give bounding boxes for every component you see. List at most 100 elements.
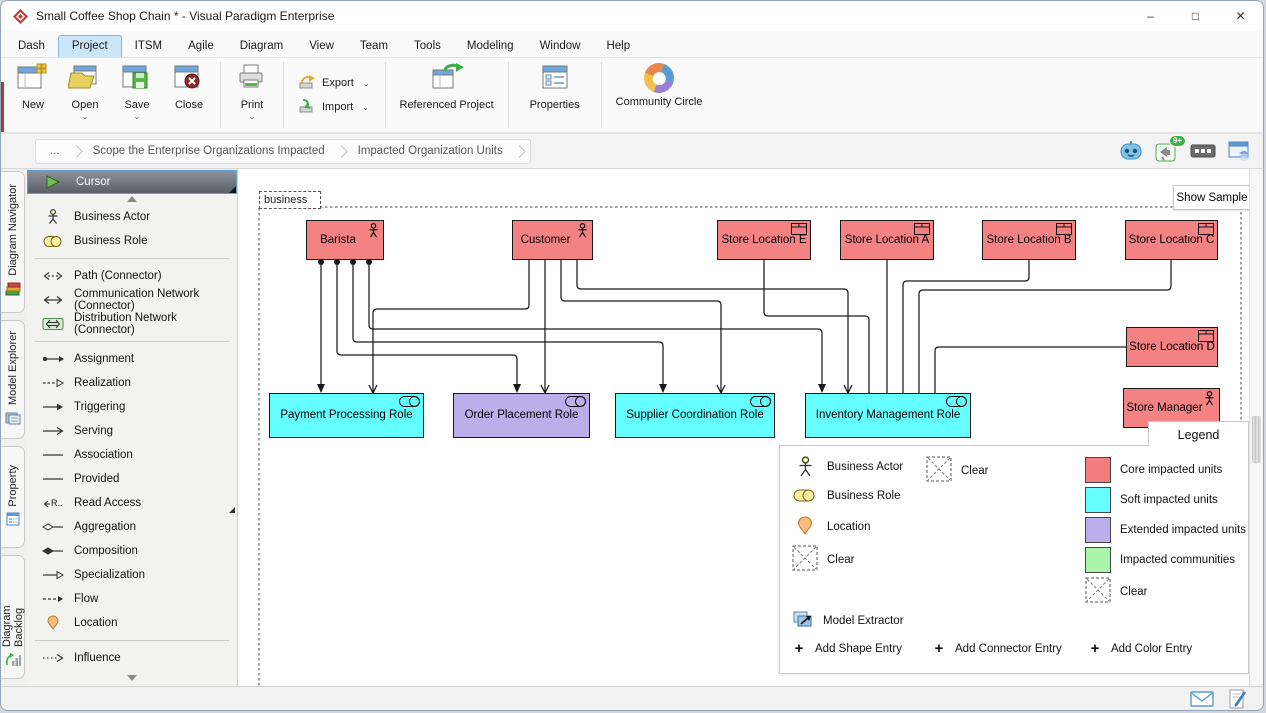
add-color-entry-button[interactable]: + Add Color Entry bbox=[1088, 640, 1192, 657]
close-project-button[interactable]: Close bbox=[163, 58, 215, 132]
legend-location[interactable]: Location bbox=[792, 516, 870, 538]
legend-business-role[interactable]: Business Role bbox=[792, 488, 901, 503]
menu-dash[interactable]: Dash bbox=[5, 36, 58, 57]
menu-window[interactable]: Window bbox=[527, 36, 594, 57]
palette-business-role[interactable]: Business Role bbox=[27, 229, 237, 253]
palette-provided[interactable]: Provided bbox=[27, 467, 237, 491]
menu-modeling[interactable]: Modeling bbox=[454, 36, 527, 57]
legend-soft-impacted[interactable]: Soft impacted units bbox=[1085, 487, 1218, 513]
tab-diagram-navigator[interactable]: Diagram Navigator bbox=[1, 171, 25, 313]
palette-communication-network[interactable]: Communication Network (Connector) bbox=[27, 288, 237, 312]
business-boundary-label[interactable]: business bbox=[259, 191, 321, 209]
save-button[interactable]: Save ⌄ bbox=[111, 58, 163, 132]
show-sample-button[interactable]: Show Sample bbox=[1173, 185, 1249, 210]
menu-help[interactable]: Help bbox=[593, 36, 643, 57]
legend-business-actor[interactable]: Business Actor bbox=[792, 456, 903, 478]
properties-button[interactable]: Properties bbox=[514, 58, 596, 132]
palette-scroll-down[interactable] bbox=[27, 672, 237, 684]
referenced-project-button[interactable]: Referenced Project bbox=[391, 58, 503, 132]
palette-influence[interactable]: Influence bbox=[27, 646, 237, 670]
node-store-location-c[interactable]: Store Location C bbox=[1125, 220, 1218, 260]
new-button[interactable]: New bbox=[7, 58, 59, 132]
announcements-badge: 9+ bbox=[1169, 135, 1186, 147]
node-barista[interactable]: Barista bbox=[306, 220, 384, 260]
palette-distribution-network[interactable]: Distribution Network (Connector) bbox=[27, 312, 237, 336]
palette-cursor-tool[interactable]: Cursor bbox=[28, 171, 236, 193]
export-dropdown-chevron[interactable]: ⌄ bbox=[363, 79, 370, 88]
add-connector-entry-button[interactable]: + Add Connector Entry bbox=[932, 640, 1062, 657]
menu-agile[interactable]: Agile bbox=[175, 36, 227, 57]
fit-frame-icon[interactable] bbox=[1190, 142, 1216, 160]
community-circle-button[interactable]: Community Circle bbox=[607, 58, 712, 132]
node-customer[interactable]: Customer bbox=[512, 220, 593, 260]
edit-note-icon[interactable] bbox=[1229, 689, 1247, 712]
window-layers-icon[interactable] bbox=[1227, 141, 1251, 161]
palette-business-actor[interactable]: Business Actor bbox=[27, 205, 237, 229]
legend-connector-clear[interactable]: Clear bbox=[926, 456, 988, 485]
node-store-location-b[interactable]: Store Location B bbox=[982, 220, 1076, 260]
legend-impacted-communities[interactable]: Impacted communities bbox=[1085, 547, 1235, 573]
breadcrumb-ellipsis[interactable]: ... bbox=[40, 145, 70, 157]
canvas-vertical-scrollbar[interactable] bbox=[1249, 169, 1263, 686]
open-dropdown-chevron[interactable]: ⌄ bbox=[82, 114, 89, 120]
palette-realization[interactable]: Realization bbox=[27, 371, 237, 395]
close-button[interactable]: ✕ bbox=[1218, 1, 1263, 31]
palette-aggregation[interactable]: Aggregation bbox=[27, 515, 237, 539]
assistant-robot-icon[interactable] bbox=[1118, 140, 1144, 162]
tab-property[interactable]: Property bbox=[1, 446, 25, 548]
open-button[interactable]: Open ⌄ bbox=[59, 58, 111, 132]
save-dropdown-chevron[interactable]: ⌄ bbox=[134, 114, 141, 120]
breadcrumb: ... Scope the Enterprise Organizations I… bbox=[35, 139, 531, 164]
legend-shape-clear[interactable]: Clear bbox=[792, 545, 854, 574]
tab-model-explorer[interactable]: Model Explorer bbox=[1, 320, 25, 440]
node-supplier-coordination-role[interactable]: Supplier Coordination Role bbox=[615, 393, 775, 438]
palette-scroll-up[interactable] bbox=[27, 193, 237, 205]
palette-specialization[interactable]: Specialization bbox=[27, 563, 237, 587]
import-button[interactable]: Import ⌄ bbox=[299, 98, 370, 116]
association-icon bbox=[40, 450, 66, 460]
minimize-button[interactable]: – bbox=[1128, 1, 1173, 31]
legend-extended-impacted[interactable]: Extended impacted units bbox=[1085, 517, 1246, 543]
menu-diagram[interactable]: Diagram bbox=[227, 36, 296, 57]
import-dropdown-chevron[interactable]: ⌄ bbox=[362, 103, 369, 112]
breadcrumb-scope[interactable]: Scope the Enterprise Organizations Impac… bbox=[83, 145, 335, 157]
palette-assignment[interactable]: Assignment bbox=[27, 347, 237, 371]
palette-serving[interactable]: Serving bbox=[27, 419, 237, 443]
maximize-button[interactable]: □ bbox=[1173, 1, 1218, 31]
scrollbar-thumb[interactable] bbox=[1252, 416, 1261, 463]
tab-diagram-backlog[interactable]: Diagram Backlog bbox=[1, 555, 25, 679]
export-button[interactable]: Export ⌄ bbox=[299, 74, 370, 92]
location-icon bbox=[792, 516, 818, 538]
palette-location[interactable]: Location bbox=[27, 611, 237, 635]
menu-itsm[interactable]: ITSM bbox=[122, 36, 175, 57]
node-inventory-management-role[interactable]: Inventory Management Role bbox=[805, 393, 971, 438]
node-payment-processing-role[interactable]: Payment Processing Role bbox=[269, 393, 424, 438]
breadcrumb-current[interactable]: Impacted Organization Units bbox=[348, 145, 513, 157]
legend-model-extractor[interactable]: Model Extractor bbox=[792, 610, 904, 631]
palette-path-connector[interactable]: Path (Connector) bbox=[27, 264, 237, 288]
node-store-location-d[interactable]: Store Location D bbox=[1126, 327, 1218, 367]
model-extractor-icon bbox=[792, 610, 814, 631]
business-actor-icon bbox=[40, 209, 66, 225]
palette-read-access[interactable]: R.. Read Access bbox=[27, 491, 237, 515]
palette-association[interactable]: Association bbox=[27, 443, 237, 467]
palette-composition[interactable]: Composition bbox=[27, 539, 237, 563]
print-button[interactable]: Print ⌄ bbox=[226, 58, 278, 132]
legend-title: Legend bbox=[1148, 421, 1249, 447]
legend-color-clear[interactable]: Clear bbox=[1085, 577, 1147, 606]
announcements-icon[interactable]: 9+ bbox=[1155, 140, 1179, 162]
menu-tools[interactable]: Tools bbox=[401, 36, 454, 57]
menu-project[interactable]: Project bbox=[58, 35, 122, 57]
node-store-location-a[interactable]: Store Location A bbox=[840, 220, 934, 260]
print-dropdown-chevron[interactable]: ⌄ bbox=[249, 114, 256, 120]
node-store-location-e[interactable]: Store Location E bbox=[717, 220, 811, 260]
add-shape-entry-button[interactable]: + Add Shape Entry bbox=[792, 640, 902, 657]
palette-triggering[interactable]: Triggering bbox=[27, 395, 237, 419]
mail-icon[interactable] bbox=[1190, 691, 1214, 712]
node-order-placement-role[interactable]: Order Placement Role bbox=[453, 393, 590, 438]
menu-view[interactable]: View bbox=[296, 36, 347, 57]
legend-core-impacted[interactable]: Core impacted units bbox=[1085, 457, 1222, 483]
palette-flow[interactable]: Flow bbox=[27, 587, 237, 611]
diagram-canvas[interactable]: business Barista Customer Store Location… bbox=[238, 169, 1249, 686]
menu-team[interactable]: Team bbox=[347, 36, 401, 57]
